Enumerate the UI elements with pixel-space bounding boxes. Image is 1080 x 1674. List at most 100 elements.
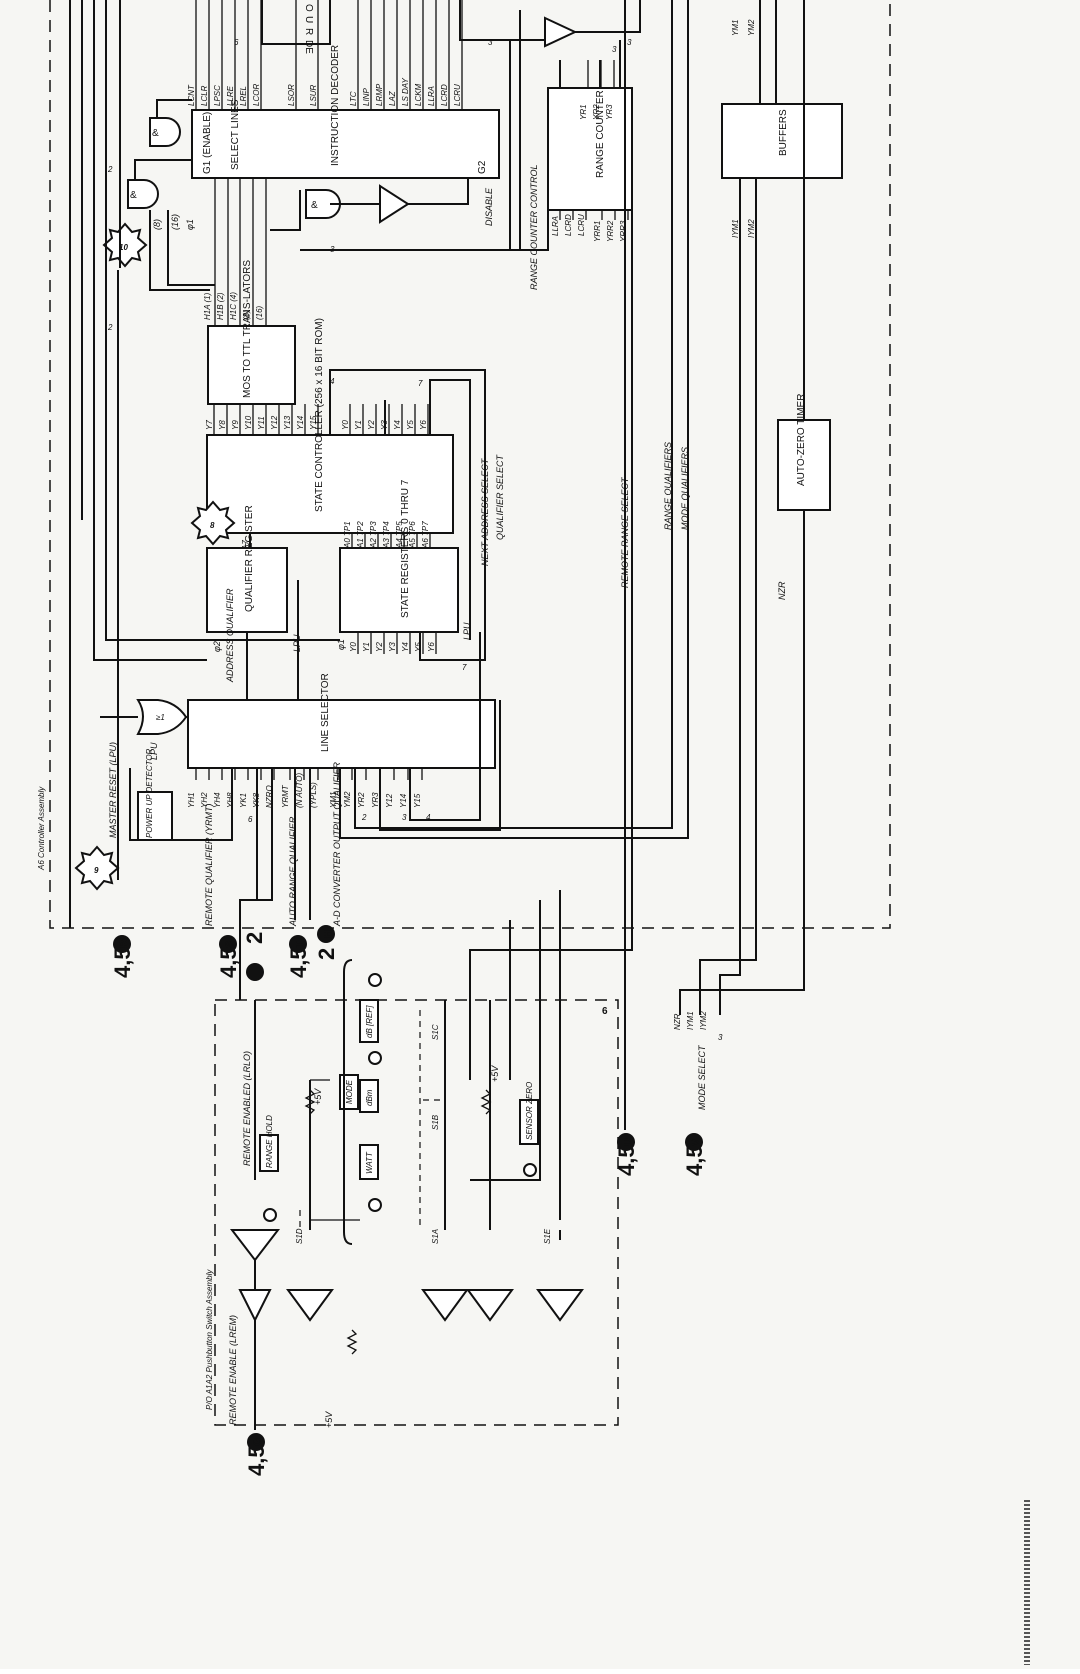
svg-text:U: U — [622, 1138, 634, 1146]
decoder-title: INSTRUCTION DECODER — [330, 45, 341, 166]
decoder-output-label: LAZ — [388, 90, 397, 106]
decoder-output-label: LPSC — [213, 85, 222, 106]
state-register-input-label: Y5 — [414, 642, 423, 652]
range-counter-remote-label: YRR1 — [593, 221, 602, 242]
buffer-triangle — [544, 16, 578, 48]
or-gate: ≥1 — [136, 699, 188, 735]
decoder-output-label: LTC — [349, 91, 358, 106]
plus5v-label: +5V — [490, 1065, 500, 1082]
mode-bus-label: IYM2 — [699, 1011, 708, 1030]
buffer-input-label: IYM2 — [747, 219, 756, 238]
test-point-9: 9 — [74, 845, 120, 891]
range-counter-remote-label: YRR3 — [619, 220, 628, 242]
buffer-triangle — [379, 184, 410, 224]
qualifier-select-label: QUALIFIER SELECT — [495, 453, 505, 540]
remote-enable-label: REMOTE ENABLE (LREM) — [228, 1315, 238, 1425]
svg-text:8: 8 — [210, 521, 215, 530]
svg-text:WATT: WATT — [365, 1151, 374, 1174]
svg-text:RANGE HOLD: RANGE HOLD — [265, 1115, 274, 1168]
line-selector-input-label: (YPLS) — [309, 782, 318, 808]
line-selector-input-label: YH8 — [226, 792, 235, 808]
master-reset-label: MASTER RESET (LPU) — [108, 742, 118, 838]
state-controller-output-label: Y9 — [231, 420, 240, 430]
mos-ttl-title: MOS TO TTL TRANS-LATORS — [242, 260, 253, 398]
translator-outputs: H1A (1)H1B (2)H1C (4)(8)(16) — [203, 292, 264, 320]
mode-bus-label: IYM1 — [686, 1011, 695, 1030]
switch-id: S1A — [431, 1229, 440, 1244]
state-controller-input-label: A1 TP2 — [356, 521, 365, 549]
svg-text:&: & — [311, 200, 318, 211]
connector-4-5-u: 4,5 U — [614, 1133, 639, 1176]
state-controller-output-label: Y15 — [309, 415, 318, 430]
dbm-button[interactable]: dBm — [359, 1079, 379, 1113]
switch-id: S1E — [543, 1228, 552, 1244]
qualifier-address-label: ADDRESS QUALIFIER — [225, 588, 235, 683]
connector-4-5-g: 4,5 G — [244, 1433, 269, 1476]
bus-label: 6 — [234, 38, 239, 47]
db-ref-button[interactable]: dB [REF] — [359, 999, 379, 1043]
mode-qualifiers-label: MODE QUALIFIERS — [680, 447, 690, 530]
decoder-select: SELECT LINES — [230, 99, 241, 170]
range-counter-input-label: LCRU — [577, 214, 586, 236]
nzr-label: NZR — [777, 581, 787, 600]
line-selector-input-label: YM1 — [329, 792, 338, 808]
svg-text:SENSOR ZERO: SENSOR ZERO — [525, 1082, 534, 1140]
svg-text:G: G — [252, 1437, 264, 1446]
state-controller-output-label: Y0 — [341, 420, 350, 430]
line-selector-input-label: YK1 — [239, 793, 248, 808]
line-selector-block: LINE SELECTOR — [187, 673, 496, 769]
switch-buffers — [229, 1229, 584, 1323]
decoder-output-label: LLRE — [226, 85, 235, 106]
state-controller-output-label: Y1 — [354, 420, 363, 430]
test-point-10: 10 — [102, 222, 148, 268]
plus5v-label: +5V — [313, 1088, 323, 1105]
bus-label: 3 — [330, 245, 335, 254]
test-point-8: 8 — [190, 500, 236, 546]
plus5v-label: +5V — [324, 1411, 334, 1428]
line-selector-title: LINE SELECTOR — [320, 673, 331, 752]
connector-2h: 2 H — [314, 925, 339, 960]
bus-label: 3 — [402, 813, 407, 822]
a1a2-assembly-label: P/O A1A2 Pushbutton Switch Assembly — [205, 1269, 214, 1410]
connector-4-5-v: 4,5 V — [682, 1133, 707, 1176]
range-qualifiers-label: RANGE QUALIFIERS — [663, 442, 673, 530]
connector-4-5-s: 4,5 S — [216, 935, 241, 978]
state-controller-output-label: Y8 — [218, 420, 227, 430]
state-controller-output-label: Y13 — [283, 415, 292, 430]
mos-ttl-block: MOS TO TTL TRANS-LATORS — [207, 260, 296, 405]
line-selector-input-label: YH2 — [200, 792, 209, 808]
mode-bus-label: NZR — [673, 1013, 682, 1030]
range-counter-title: RANGE COUNTER — [595, 90, 606, 178]
translator-output-label: (16) — [255, 305, 264, 320]
bus-label: 4 — [426, 813, 431, 822]
instruction-decoder-block: G1 (ENABLE) SELECT LINES INSTRUCTION DEC… — [191, 45, 500, 179]
state-register-input-label: Y3 — [388, 642, 397, 652]
state-register-input-label: Y1 — [362, 642, 371, 652]
and-gate: & — [305, 189, 341, 219]
state-controller-block: STATE CONTROLLER (256 x 16 BIT ROM) — [206, 318, 454, 534]
mode-button[interactable]: MODE — [339, 1074, 359, 1110]
svg-text:dBm: dBm — [365, 1089, 374, 1106]
auto-zero-title: AUTO-ZERO TIMER — [796, 394, 807, 486]
resistor — [304, 1089, 316, 1115]
state-register-input-label: Y4 — [401, 642, 410, 652]
bus-label: 4 — [330, 377, 335, 386]
buffer-output-label: YM1 — [731, 20, 740, 36]
truncated-label: DE — [303, 40, 314, 54]
state-registers-title: STATE REGISTERS 0 THRU 7 — [400, 479, 411, 618]
state-controller-output-label: Y5 — [406, 420, 415, 430]
range-hold-button[interactable]: RANGE HOLD — [259, 1115, 279, 1172]
watt-button[interactable]: WATT — [359, 1144, 379, 1180]
line-selector-input-label: YR3 — [371, 792, 380, 808]
switch-id: S1C — [431, 1024, 440, 1040]
bus-label: 3 — [627, 38, 632, 47]
buffer-input-label: IYM1 — [731, 219, 740, 238]
sensor-zero-button[interactable]: SENSOR ZERO — [519, 1082, 539, 1145]
buffers-title: BUFFERS — [778, 109, 789, 156]
bus-label: 3 — [718, 1033, 723, 1042]
